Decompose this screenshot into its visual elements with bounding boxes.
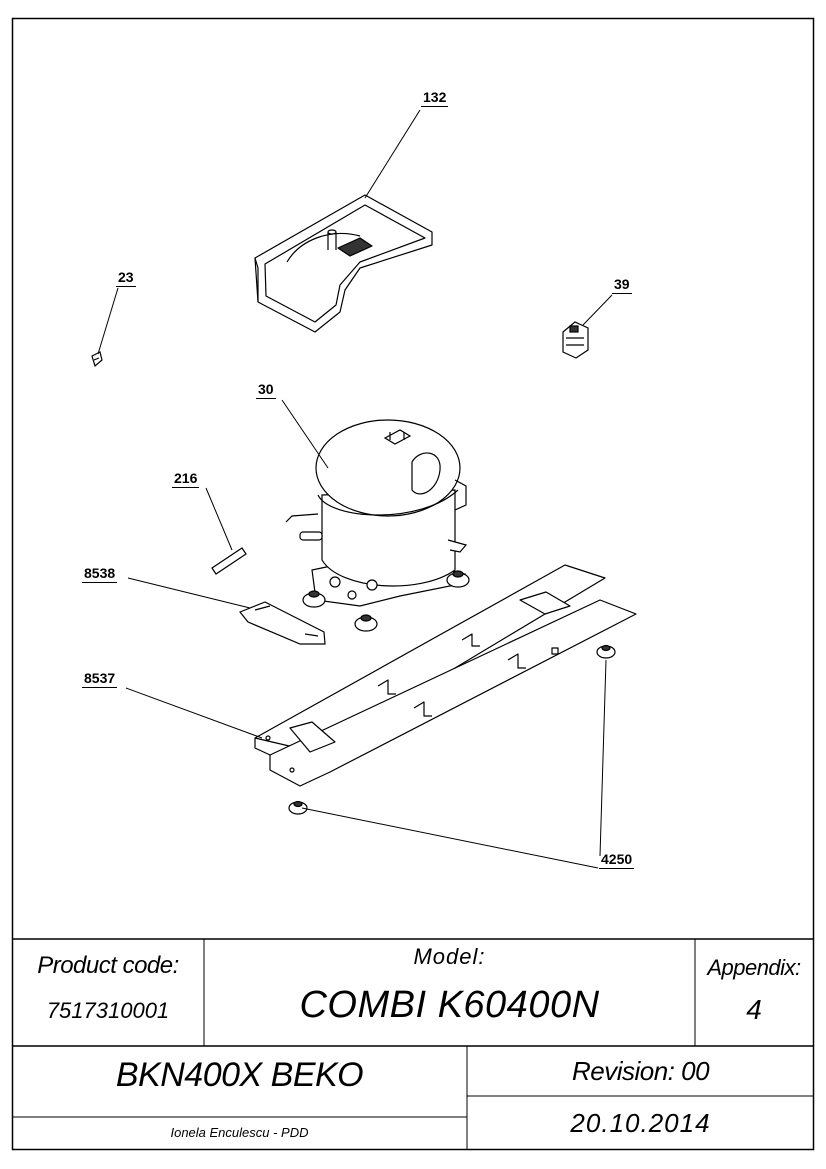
callout-132: 132 — [421, 89, 449, 107]
product-code-value: 7517310001 — [46, 998, 170, 1023]
revision: Revision: 00 — [571, 1056, 710, 1086]
date: 20.10.2014 — [570, 1108, 711, 1138]
callout-30: 30 — [256, 381, 276, 399]
model-label: Model: — [413, 944, 486, 969]
model-value: COMBI K60400N — [299, 984, 600, 1026]
author: Ionela Enculescu - PDD — [170, 1125, 309, 1140]
appendix-value: 4 — [746, 994, 762, 1025]
product-name: BKN400X BEKO — [115, 1056, 364, 1094]
clip-part — [91, 351, 103, 368]
pin-part — [211, 547, 247, 575]
grommet-part — [288, 644, 616, 815]
mounting-rail-part — [254, 564, 637, 787]
sheet-border — [11, 17, 815, 1151]
appendix-label: Appendix: — [707, 955, 801, 980]
callout-39: 39 — [612, 276, 632, 294]
leader-lines — [97, 109, 613, 869]
plate-part — [239, 601, 326, 645]
callout-8537: 8537 — [82, 670, 118, 688]
grommets — [302, 570, 470, 632]
relay-part — [562, 321, 589, 359]
callout-8538: 8538 — [82, 565, 118, 583]
product-code-label: Product code: — [37, 952, 179, 979]
callout-4250: 4250 — [599, 851, 635, 869]
compressor-part — [285, 419, 468, 607]
callout-216: 216 — [172, 470, 200, 488]
callout-23: 23 — [116, 269, 136, 287]
drip-tray-part — [254, 194, 433, 333]
